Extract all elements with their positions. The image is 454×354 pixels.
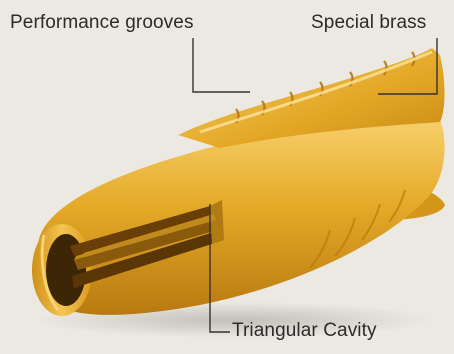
label-triangular-cavity: Triangular Cavity bbox=[232, 320, 377, 342]
callout-grooves-line bbox=[193, 38, 250, 92]
bullet-body bbox=[37, 120, 444, 315]
label-performance-grooves: Performance grooves bbox=[10, 12, 194, 34]
label-special-brass: Special brass bbox=[311, 12, 426, 34]
